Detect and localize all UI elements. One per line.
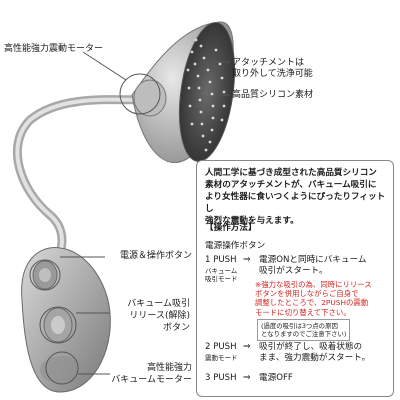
step1-desc: 電源ONと同時にバキューム 吸引がスタート。 — [259, 255, 367, 276]
label-silicone: 高品質シリコン素材 — [232, 90, 314, 100]
step3-push: 3 PUSH — [205, 373, 237, 383]
step3-arrow: ⇒ — [243, 373, 251, 383]
label-motor-top: 高性能強力震動モーター — [4, 44, 104, 54]
step2-push: 2 PUSH — [205, 342, 237, 352]
label-release-button: バキューム吸引 リリース(解除) ボタン — [127, 299, 190, 333]
section-title: 【操作方法】 — [205, 223, 257, 233]
step1-arrow: ⇒ — [243, 255, 251, 265]
label-power-button: 電源＆操作ボタン — [119, 251, 192, 261]
step1-push: 1 PUSH — [205, 255, 237, 265]
step3-desc: 電源OFF — [259, 373, 293, 383]
callout-circle-release — [39, 306, 77, 344]
handle-body — [21, 247, 111, 393]
step1-caution: (過度の吸引は3つ点の原因 となりますのでご注意下さい) — [257, 319, 351, 341]
step1-note: ※強力な吸引の為、同時にリリース ボタンを併用しながらご自身で 調整したところで… — [255, 280, 372, 317]
callout-circle-button — [29, 259, 61, 291]
callout-circle-vacuum — [45, 351, 79, 385]
instructions-box: 人間工学に基づき成型された高品質シリコン 素材のアタッチメントが、バキューム吸引… — [196, 160, 394, 397]
callout-circle-motor — [119, 73, 161, 115]
step2-desc: 吸引が終了し、吸着状態の まま、強力震動がスタート。 — [259, 342, 371, 363]
step2-arrow: ⇒ — [243, 342, 251, 352]
intro-text: 人間工学に基づき成型された高品質シリコン 素材のアタッチメントが、バキューム吸引… — [205, 168, 386, 226]
hose-tube — [12, 95, 155, 273]
step2-mode: 震動モード — [205, 354, 238, 362]
label-attachment: アタッチメントは 取り外して洗浄可能 — [232, 58, 313, 79]
sub-title: 電源操作ボタン — [205, 241, 266, 251]
suction-cup-attachment — [131, 21, 236, 163]
label-vacuum-motor: 高性能強力 バキュームモーター — [111, 363, 192, 385]
step1-mode: バキューム 吸引モード — [205, 267, 238, 283]
